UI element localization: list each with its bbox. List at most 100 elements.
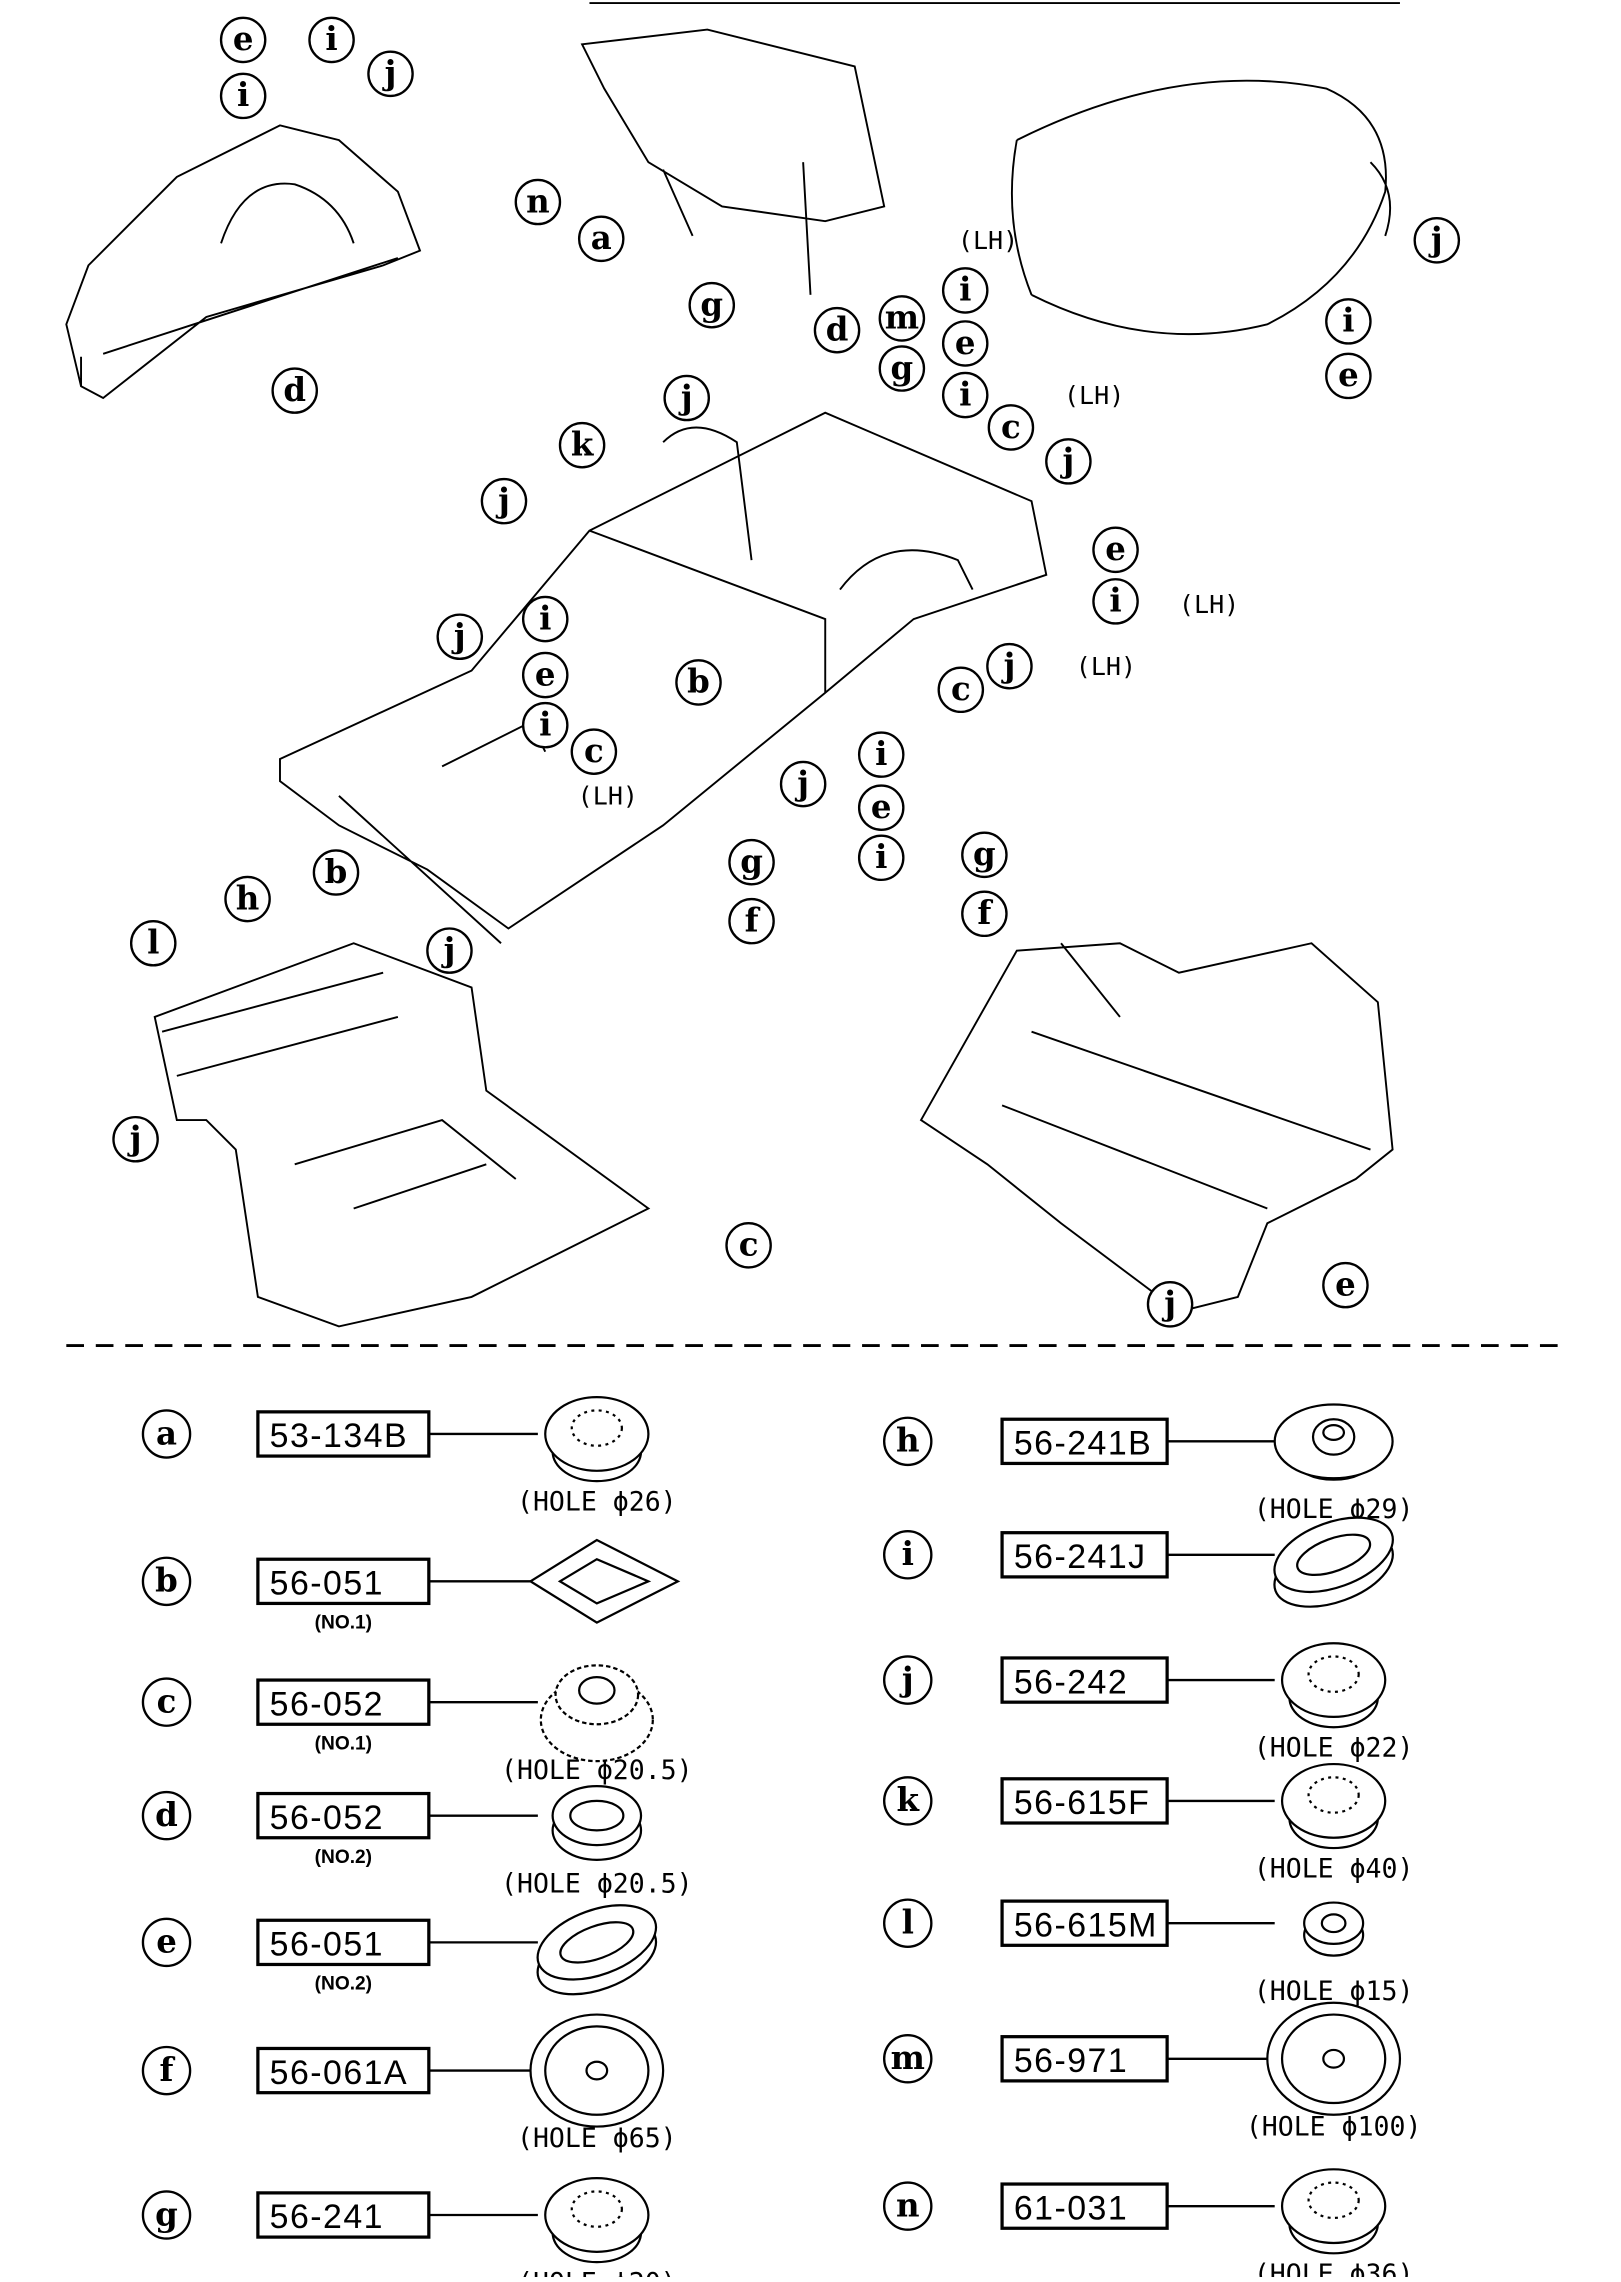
callout-circle [1325, 352, 1372, 400]
grommet-flat-icon [1322, 2048, 1346, 2069]
callout-letter: j [441, 931, 456, 969]
grommet-diamond-icon [557, 1557, 652, 1605]
callout-letter: e [1105, 530, 1126, 568]
callout-letter: l [902, 1904, 914, 1942]
callout-marker: e [219, 16, 267, 64]
callout-circle [141, 1677, 192, 1727]
part-number: 56-241J [1014, 1538, 1147, 1576]
callout-letter: n [526, 182, 550, 220]
grommet-ring-icon [569, 1799, 625, 1832]
part-number: 56-615F [1014, 1784, 1151, 1822]
grommet-dome-icon [1307, 1776, 1360, 1814]
callout-marker: e [141, 1917, 192, 1968]
callout-circle [141, 1917, 192, 1968]
part-number: 61-031 [1014, 2189, 1128, 2227]
callout-letter: j [1001, 647, 1016, 685]
part-variant: (NO.1) [315, 1612, 372, 1633]
callout-circle [1413, 217, 1461, 264]
callout-letter: d [283, 371, 306, 409]
callout-letter: i [902, 1535, 914, 1573]
callout-circle [728, 897, 775, 945]
callout-circle [1146, 1281, 1194, 1328]
grommet-ribbed-icon [1322, 1424, 1346, 1441]
callout-letter: e [871, 788, 892, 826]
callout-letter: i [959, 375, 971, 413]
callout-circle [986, 642, 1033, 690]
callout-marker: f [961, 890, 1008, 938]
callout-letter: c [584, 732, 604, 770]
front-wheel-arch-drawing [65, 124, 422, 400]
callout-marker: j [480, 477, 528, 525]
legend-row-k: k 56-615F (HOLE ϕ40) [883, 1762, 1414, 1885]
side-label-lh: (LH) [1064, 381, 1124, 410]
callout-circle [577, 215, 625, 263]
callout-circle [883, 2034, 933, 2084]
callout-marker: g [688, 281, 736, 329]
part-number: 53-134B [270, 1417, 408, 1455]
grommet-oval-icon [559, 1921, 635, 1964]
callout-circle [141, 2045, 192, 2096]
hole-size: (HOLE ϕ36) [1254, 2259, 1414, 2277]
callout-marker: i [308, 16, 355, 64]
callout-circle [779, 760, 827, 808]
grommet-small-icon [1320, 1913, 1347, 1934]
part-variant: (NO.2) [315, 1847, 372, 1868]
callout-letter: e [1338, 356, 1359, 394]
callout-marker: c [570, 728, 618, 775]
side-label-lh: (LH) [1076, 652, 1136, 681]
callout-circle [857, 731, 905, 778]
callout-letter: b [325, 853, 348, 891]
callout-letter: l [147, 924, 159, 962]
callout-letter: c [951, 670, 971, 708]
callout-marker: k [883, 1776, 933, 1826]
legend-row-g: g56-241(HOLE ϕ20) [141, 2177, 677, 2282]
callout-circle [570, 728, 618, 775]
callout-marker: j [426, 927, 473, 974]
callout-circle [1092, 578, 1139, 625]
callout-marker: j [986, 642, 1033, 690]
callout-letter: m [885, 299, 919, 337]
callout-circle [141, 2190, 192, 2240]
callout-marker: b [675, 659, 722, 706]
callout-circle [1045, 438, 1092, 485]
callout-letter: j [451, 617, 466, 655]
callout-marker: d [141, 1790, 192, 1841]
callout-marker: j [1045, 438, 1092, 485]
side-label-lh: (LH) [1179, 590, 1239, 619]
callout-letter: j [1428, 221, 1443, 259]
part-number: 56-971 [1014, 2042, 1128, 2080]
callout-marker: f [728, 897, 775, 945]
callout-marker: i [1325, 298, 1372, 345]
part-number-box [256, 1678, 431, 1726]
callout-circle [883, 1655, 933, 1705]
callout-marker: j [663, 374, 710, 422]
callout-circle [480, 477, 528, 525]
callout-marker: d [813, 306, 861, 354]
callout-circle [675, 659, 722, 706]
callout-circle [426, 927, 473, 974]
part-number-box [256, 2191, 431, 2239]
hole-size: (HOLE ϕ20.5) [501, 1868, 693, 1899]
callout-letter: k [897, 1781, 920, 1819]
callout-letter: i [539, 599, 551, 637]
grommet-dome-icon [570, 2190, 623, 2228]
callout-marker: j [367, 50, 414, 98]
hole-size: (HOLE ϕ40) [1254, 1854, 1414, 1885]
callout-letter: i [237, 76, 249, 114]
callout-letter: j [127, 1120, 142, 1158]
callout-circle [728, 838, 775, 886]
callout-marker: e [1322, 1261, 1369, 1309]
part-number: 56-242 [1014, 1663, 1128, 1701]
callout-circle [521, 651, 569, 699]
callout-circle [521, 701, 569, 749]
callout-letter: a [591, 219, 612, 257]
callout-circle [961, 831, 1008, 879]
callout-letter: f [977, 894, 993, 932]
hole-size: (HOLE ϕ15) [1254, 1976, 1414, 2007]
callout-letter: i [1342, 302, 1354, 340]
